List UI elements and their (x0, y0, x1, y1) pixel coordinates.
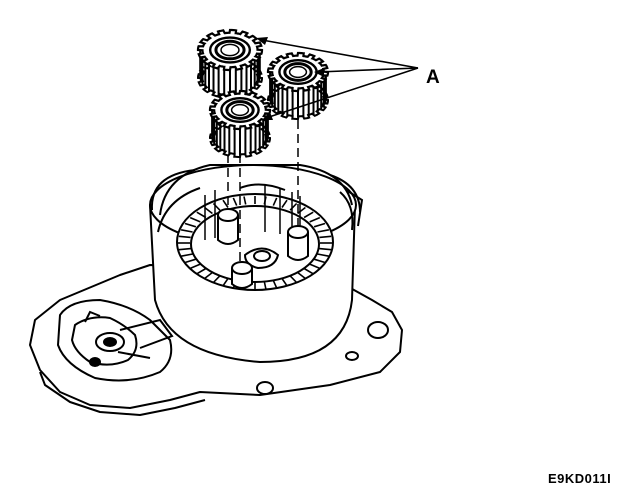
planet-gear-1 (196, 28, 264, 99)
carrier-pin-right (287, 225, 309, 261)
callout-label: A (426, 67, 440, 88)
gear-tooth-edges (199, 50, 261, 97)
callout-arrowheads (256, 37, 324, 120)
planet-gear-3 (208, 89, 272, 158)
planet-gear-2 (266, 51, 330, 120)
bolt-holes (256, 321, 389, 395)
assembly-guide-lines (227, 120, 299, 262)
figure-code: E9KD011I (548, 471, 611, 486)
callout-leader-lines (261, 39, 419, 119)
carrier-pin-left (217, 208, 239, 245)
flange-details (84, 310, 174, 367)
carrier-pin-front (231, 261, 253, 289)
housing-rim (150, 169, 364, 233)
